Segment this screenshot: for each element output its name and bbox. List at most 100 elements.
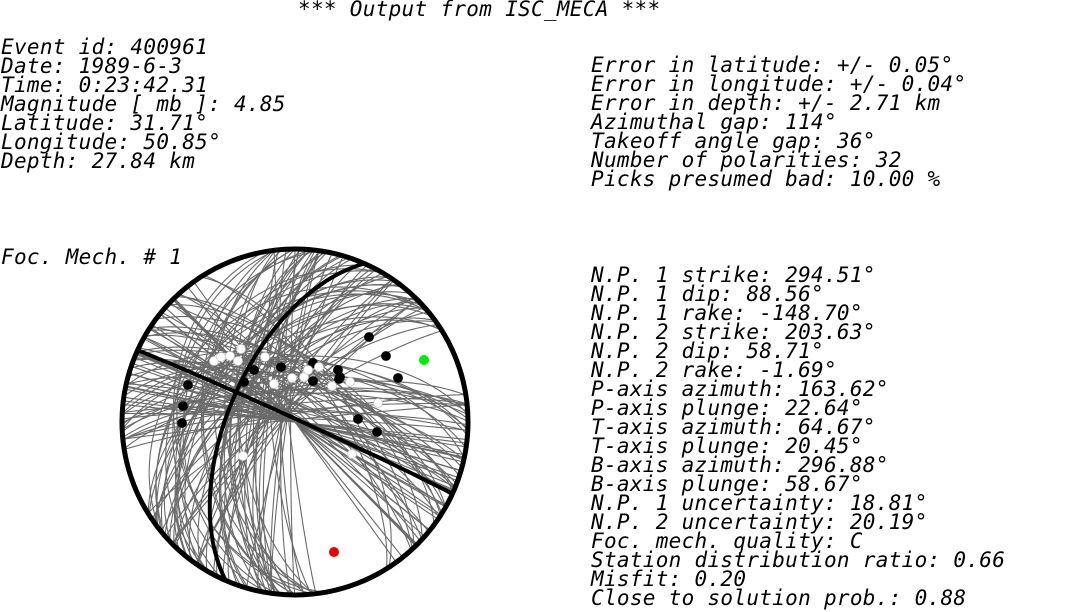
alternative-plane bbox=[172, 250, 321, 594]
alternative-plane bbox=[246, 255, 344, 589]
alternative-plane bbox=[290, 249, 296, 595]
compression-marker bbox=[177, 418, 187, 428]
compression-marker bbox=[178, 401, 188, 411]
alternative-plane bbox=[122, 390, 468, 441]
alternative-plane bbox=[138, 347, 452, 497]
alternative-plane bbox=[147, 316, 442, 514]
alternative-plane bbox=[177, 294, 413, 550]
alternative-plane bbox=[122, 402, 468, 440]
alternative-plane bbox=[144, 332, 447, 508]
dilatation-marker bbox=[327, 381, 337, 391]
alternative-plane bbox=[188, 283, 400, 560]
compression-marker bbox=[372, 427, 382, 437]
alternative-plane bbox=[200, 276, 392, 568]
alternative-plane bbox=[123, 363, 467, 449]
dilatation-marker bbox=[287, 373, 297, 383]
dilatation-marker bbox=[345, 377, 355, 387]
alternative-plane bbox=[135, 354, 455, 490]
alternative-plane bbox=[221, 264, 368, 580]
alternative-plane bbox=[201, 249, 318, 595]
dilatation-marker bbox=[233, 356, 243, 366]
compression-marker bbox=[249, 365, 259, 375]
solution-probability: Close to solution prob.: 0.88 bbox=[591, 586, 967, 610]
p-axis-azimuth: P-axis azimuth: 163.62° bbox=[591, 377, 889, 401]
compression-marker bbox=[381, 351, 391, 361]
focal-mechanism-stereonet bbox=[119, 246, 471, 598]
alternative-plane bbox=[122, 392, 468, 424]
solution-info-block: N.P. 1 strike: 294.51° N.P. 1 dip: 88.56… bbox=[591, 263, 1006, 610]
np1-rake: N.P. 1 rake: -148.70° bbox=[591, 301, 863, 325]
alternative-plane bbox=[126, 383, 465, 461]
alternative-plane bbox=[167, 304, 423, 540]
alternative-plane bbox=[235, 249, 315, 595]
t-axis-plunge: T-axis plunge: 20.45° bbox=[591, 434, 863, 458]
event-longitude: Longitude: 50.85° bbox=[1, 130, 222, 154]
focal-mechanism-label: Foc. Mech. # 1 bbox=[1, 245, 183, 269]
event-info-block: Event id: 400961 Date: 1989-6-3 Time: 0:… bbox=[1, 35, 286, 173]
b-axis-plunge: B-axis plunge: 58.67° bbox=[591, 472, 863, 496]
compression-marker bbox=[393, 373, 403, 383]
t-axis-marker bbox=[419, 355, 429, 365]
dilatation-marker bbox=[373, 398, 383, 408]
dilatation-marker bbox=[238, 451, 248, 461]
np2-dip: N.P. 2 dip: 58.71° bbox=[591, 339, 824, 363]
dilatation-marker bbox=[225, 351, 235, 361]
alternative-plane bbox=[244, 251, 328, 593]
np1-uncertainty: N.P. 1 uncertainty: 18.81° bbox=[591, 491, 928, 515]
alternative-plane bbox=[148, 329, 443, 514]
np2-rake: N.P. 2 rake: -1.69° bbox=[591, 358, 837, 382]
compression-marker bbox=[364, 332, 374, 342]
alternative-plane bbox=[125, 376, 465, 461]
bad-picks: Picks presumed bad: 10.00 % bbox=[591, 167, 941, 191]
alternative-plane bbox=[213, 249, 316, 595]
alternative-plane bbox=[122, 358, 468, 437]
p-axis-plunge: P-axis plunge: 22.64° bbox=[591, 396, 863, 420]
event-date: Date: 1989-6-3 bbox=[1, 54, 183, 78]
dilatation-marker bbox=[303, 365, 313, 375]
dilatation-marker bbox=[260, 352, 270, 362]
b-axis-azimuth: B-axis azimuth: 296.88° bbox=[591, 453, 889, 477]
np1-strike: N.P. 1 strike: 294.51° bbox=[591, 263, 876, 287]
alternative-plane bbox=[267, 249, 312, 595]
np2-uncertainty: N.P. 2 uncertainty: 20.19° bbox=[591, 510, 928, 534]
principal-axes bbox=[329, 355, 429, 557]
alternative-plane bbox=[122, 397, 468, 441]
alternative-plane bbox=[177, 279, 396, 563]
latitude-error: Error in latitude: +/- 0.05° bbox=[591, 53, 954, 77]
alternative-plane bbox=[174, 296, 416, 547]
np1-dip: N.P. 1 dip: 88.56° bbox=[591, 282, 824, 306]
compression-marker bbox=[239, 377, 249, 387]
alternative-plane bbox=[174, 291, 411, 551]
compression-marker bbox=[353, 414, 363, 424]
event-id: Event id: 400961 bbox=[1, 35, 209, 59]
alternative-plane bbox=[144, 336, 447, 508]
np2-strike: N.P. 2 strike: 203.63° bbox=[591, 320, 876, 344]
takeoff-angle-gap: Takeoff angle gap: 36° bbox=[591, 129, 876, 153]
event-depth: Depth: 27.84 km bbox=[1, 149, 196, 173]
compression-marker bbox=[276, 362, 286, 372]
mechanism-quality: Foc. mech. quality: C bbox=[591, 529, 863, 553]
nodal-plane-2 bbox=[207, 261, 365, 582]
alternative-plane bbox=[144, 334, 446, 509]
compression-marker bbox=[335, 372, 345, 382]
station-distribution-ratio: Station distribution ratio: 0.66 bbox=[591, 548, 1006, 572]
stereonet-outline bbox=[119, 246, 471, 598]
alternative-plane bbox=[155, 316, 435, 525]
depth-error: Error in depth: +/- 2.71 km bbox=[591, 91, 941, 115]
dilatation-marker bbox=[269, 379, 279, 389]
nodal-plane-1 bbox=[136, 348, 454, 496]
misfit: Misfit: 0.20 bbox=[591, 567, 747, 591]
dilatation-marker bbox=[236, 344, 246, 354]
alternative-plane bbox=[230, 249, 309, 595]
alternative-plane bbox=[176, 249, 315, 595]
alternative-plane bbox=[161, 311, 429, 533]
dilatation-marker bbox=[347, 449, 357, 459]
alternative-plane bbox=[203, 274, 388, 569]
best-nodal-planes bbox=[136, 261, 454, 582]
alternative-plane bbox=[252, 249, 301, 595]
report-header: *** Output from ISC_MECA *** bbox=[298, 0, 661, 21]
alternative-plane bbox=[122, 406, 468, 432]
polarity-count: Number of polarities: 32 bbox=[591, 148, 902, 172]
compression-marker bbox=[308, 376, 318, 386]
event-magnitude: Magnitude [ mb ]: 4.85 bbox=[1, 92, 286, 116]
